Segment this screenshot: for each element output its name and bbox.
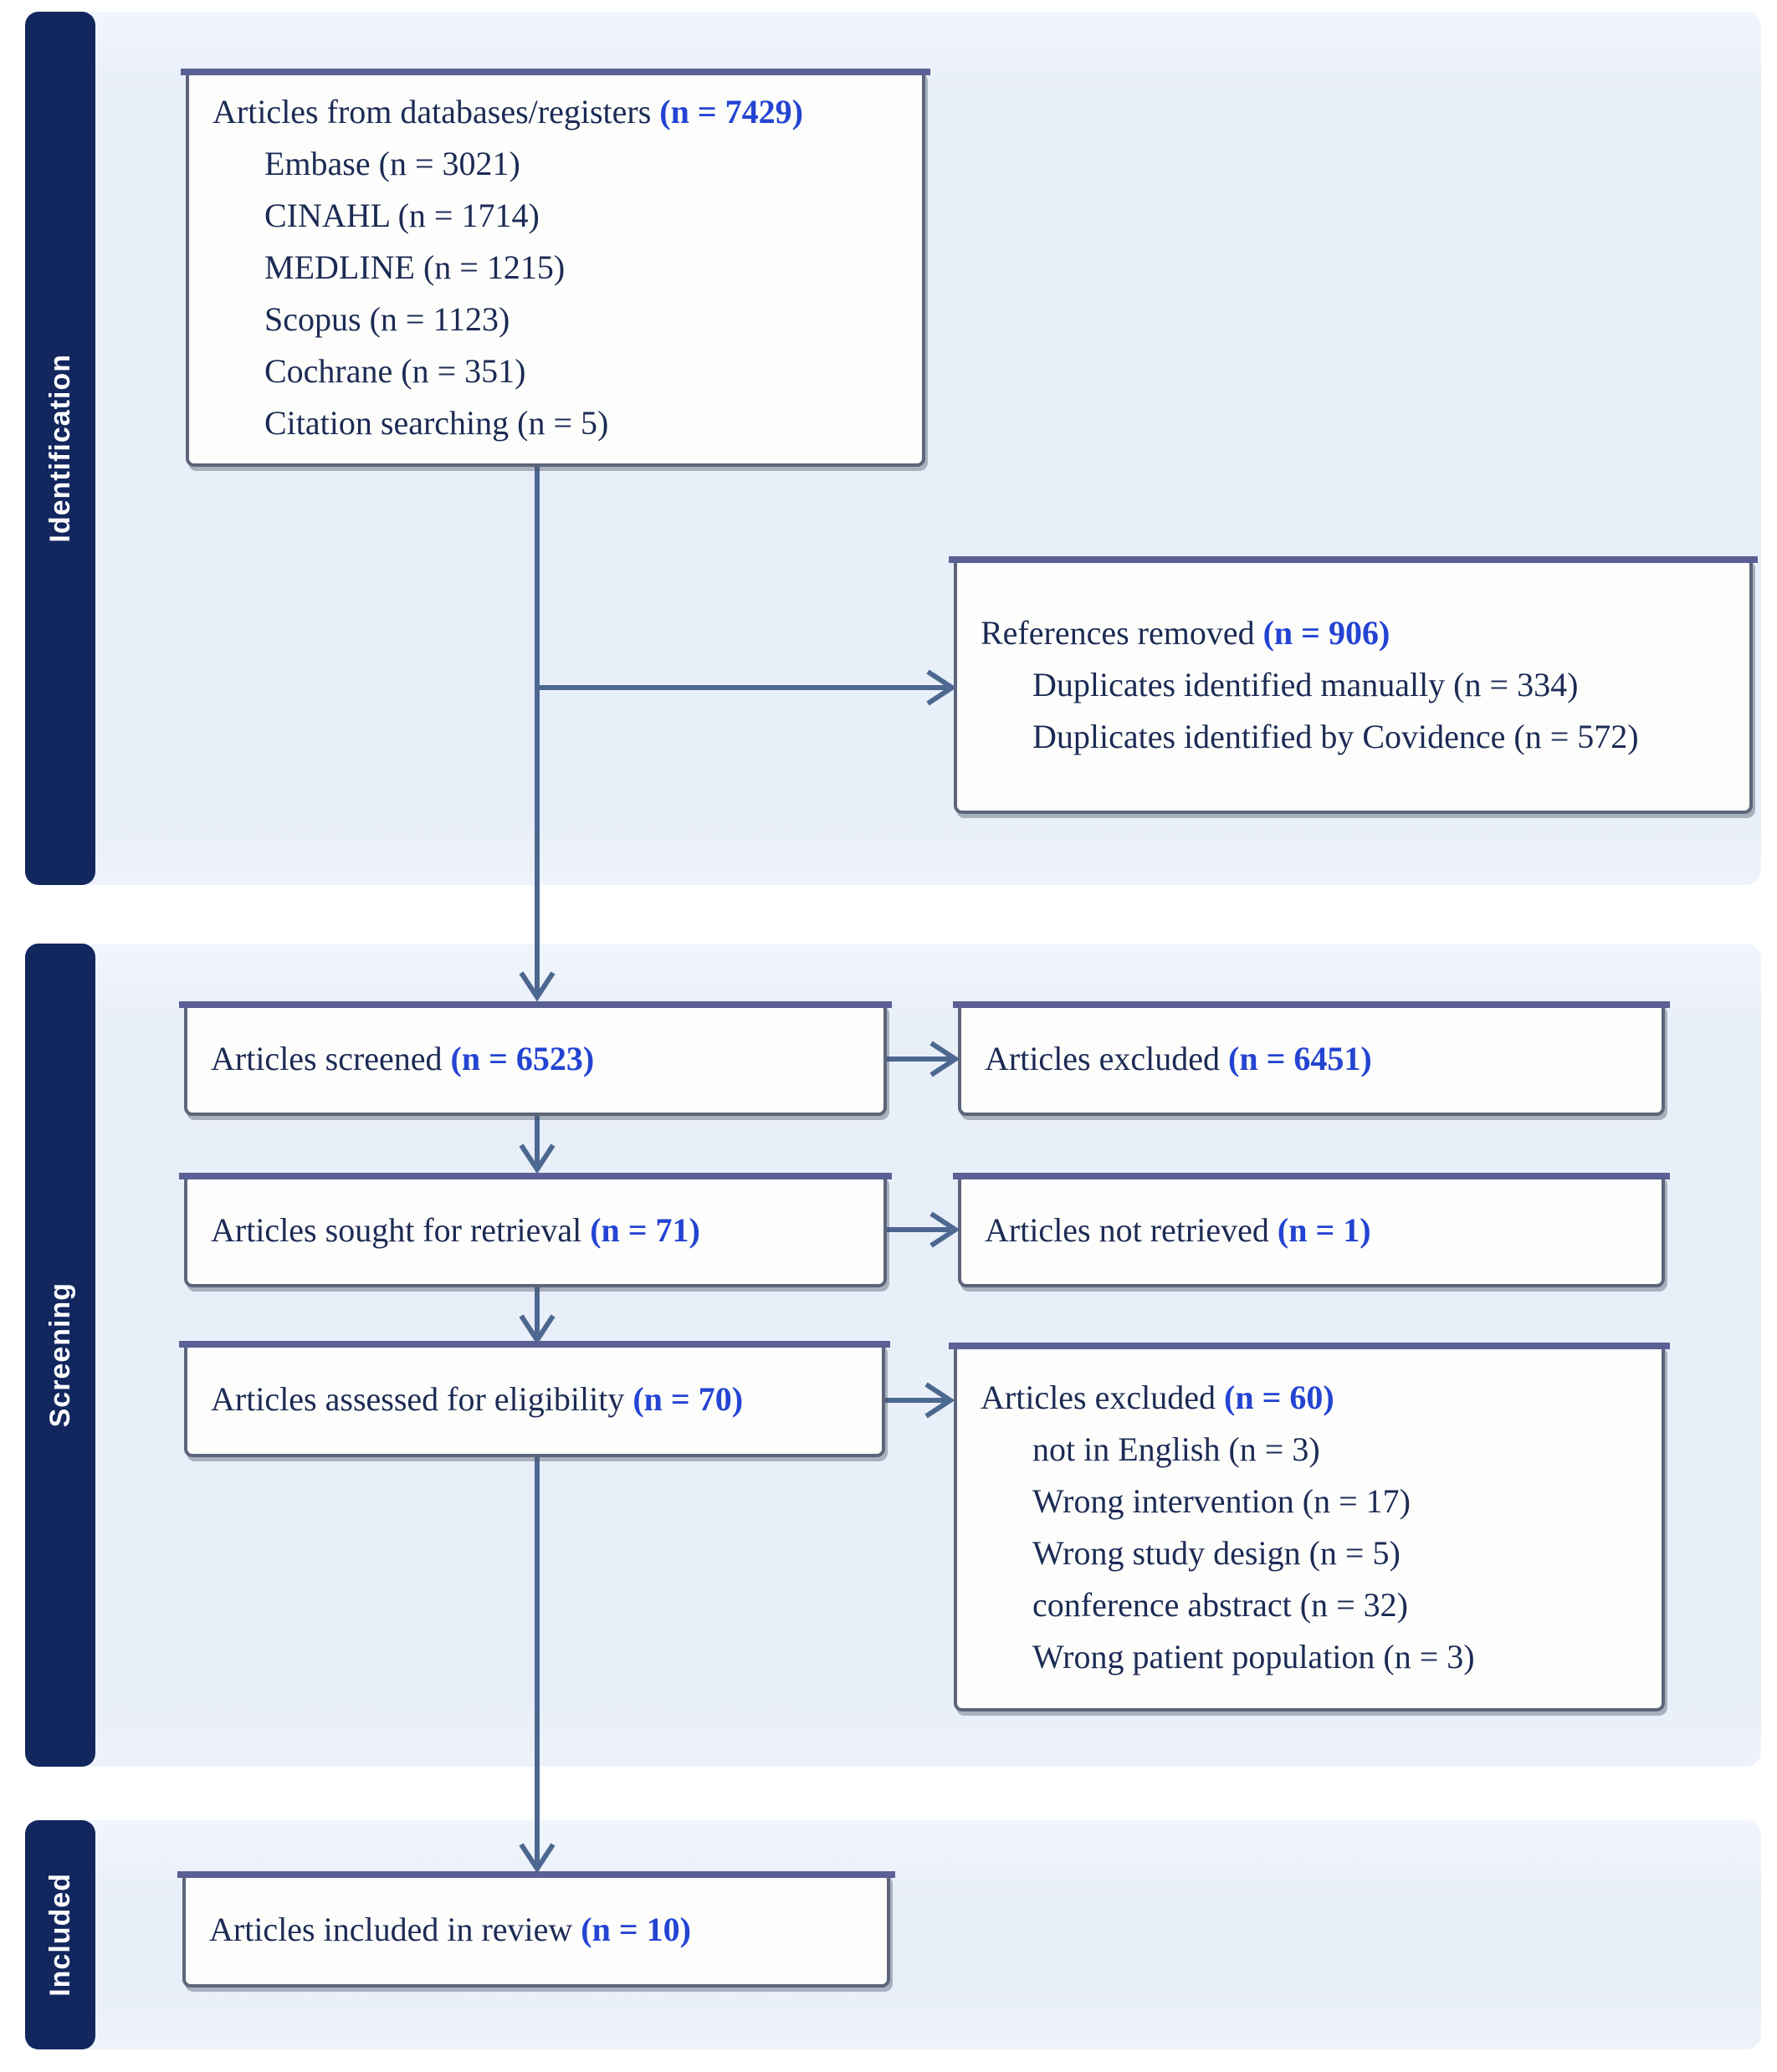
box-articles-excluded-screening-title: Articles excluded bbox=[985, 1039, 1220, 1077]
box-databases: Articles from databases/registers (n = 7… bbox=[181, 69, 930, 467]
references-removed-item: Duplicates identified manually (n = 334) bbox=[1032, 666, 1579, 703]
box-articles-screened-title-line: Articles screened (n = 6523) bbox=[211, 1033, 873, 1085]
box-articles-assessed-title: Articles assessed for eligibility bbox=[211, 1379, 625, 1418]
box-articles-not-retrieved: Articles not retrieved (n = 1) bbox=[953, 1173, 1670, 1287]
box-articles-sought-title: Articles sought for retrieval bbox=[211, 1210, 582, 1249]
box-articles-included: Articles included in review (n = 10) bbox=[177, 1871, 895, 1988]
box-articles-excluded-screening: Articles excluded (n = 6451) bbox=[953, 1001, 1670, 1116]
box-references-removed-count: (n = 906) bbox=[1262, 614, 1390, 652]
identification-stage-bar: Identification bbox=[25, 12, 95, 885]
box-articles-excluded-eligibility-count: (n = 60) bbox=[1224, 1378, 1334, 1416]
included-stage-bar: Included bbox=[25, 1820, 95, 2049]
identification-stage-label: Identification bbox=[44, 354, 76, 543]
included-stage-label: Included bbox=[44, 1873, 76, 1997]
box-articles-not-retrieved-title: Articles not retrieved bbox=[985, 1210, 1269, 1249]
exclusion-reason-item: Wrong patient population (n = 3) bbox=[1032, 1637, 1475, 1676]
exclusion-reason-item: Wrong intervention (n = 17) bbox=[1032, 1481, 1411, 1520]
box-references-removed-title: References removed bbox=[981, 614, 1255, 652]
box-databases-title: Articles from databases/registers bbox=[213, 93, 652, 130]
box-articles-not-retrieved-title-line: Articles not retrieved (n = 1) bbox=[985, 1205, 1652, 1256]
references-removed-item: Duplicates identified by Covidence (n = … bbox=[1032, 718, 1639, 755]
database-item: Embase (n = 3021) bbox=[264, 145, 520, 182]
box-articles-included-count: (n = 10) bbox=[581, 1910, 691, 1948]
box-articles-sought: Articles sought for retrieval (n = 71) bbox=[179, 1173, 892, 1287]
database-item: Cochrane (n = 351) bbox=[264, 352, 526, 390]
database-item: Citation searching (n = 5) bbox=[264, 404, 609, 442]
exclusion-reason-item: Wrong study design (n = 5) bbox=[1032, 1533, 1401, 1572]
box-databases-count: (n = 7429) bbox=[659, 93, 803, 130]
box-articles-sought-title-line: Articles sought for retrieval (n = 71) bbox=[211, 1205, 873, 1256]
box-articles-excluded-eligibility-title-line: Articles excluded (n = 60) bbox=[981, 1372, 1652, 1424]
screening-stage-label: Screening bbox=[44, 1282, 76, 1428]
database-item: MEDLINE (n = 1215) bbox=[264, 248, 566, 286]
box-references-removed-title-line: References removed (n = 906) bbox=[981, 607, 1739, 659]
database-item: Scopus (n = 1123) bbox=[264, 300, 510, 338]
box-references-removed: References removed (n = 906) Duplicates … bbox=[949, 556, 1758, 814]
box-articles-excluded-eligibility-title: Articles excluded bbox=[981, 1378, 1216, 1416]
box-articles-assessed-title-line: Articles assessed for eligibility (n = 7… bbox=[211, 1374, 872, 1425]
box-databases-title-line: Articles from databases/registers (n = 7… bbox=[213, 86, 912, 138]
box-articles-screened: Articles screened (n = 6523) bbox=[179, 1001, 892, 1116]
screening-stage-bar: Screening bbox=[25, 944, 95, 1767]
box-articles-excluded-eligibility: Articles excluded (n = 60) not in Englis… bbox=[949, 1343, 1670, 1711]
exclusion-reason-item: conference abstract (n = 32) bbox=[1032, 1585, 1408, 1624]
box-articles-assessed-count: (n = 70) bbox=[632, 1379, 744, 1418]
exclusion-reason-item: not in English (n = 3) bbox=[1032, 1430, 1320, 1468]
box-articles-sought-count: (n = 71) bbox=[590, 1210, 700, 1249]
box-articles-assessed: Articles assessed for eligibility (n = 7… bbox=[179, 1341, 890, 1457]
box-articles-included-title-line: Articles included in review (n = 10) bbox=[209, 1904, 877, 1956]
box-articles-screened-title: Articles screened bbox=[211, 1039, 443, 1077]
box-articles-excluded-screening-title-line: Articles excluded (n = 6451) bbox=[985, 1033, 1652, 1085]
box-articles-not-retrieved-count: (n = 1) bbox=[1277, 1210, 1371, 1249]
box-articles-included-title: Articles included in review bbox=[209, 1910, 573, 1948]
box-articles-excluded-screening-count: (n = 6451) bbox=[1228, 1039, 1372, 1077]
box-articles-screened-count: (n = 6523) bbox=[450, 1039, 595, 1077]
database-item: CINAHL (n = 1714) bbox=[264, 197, 540, 234]
